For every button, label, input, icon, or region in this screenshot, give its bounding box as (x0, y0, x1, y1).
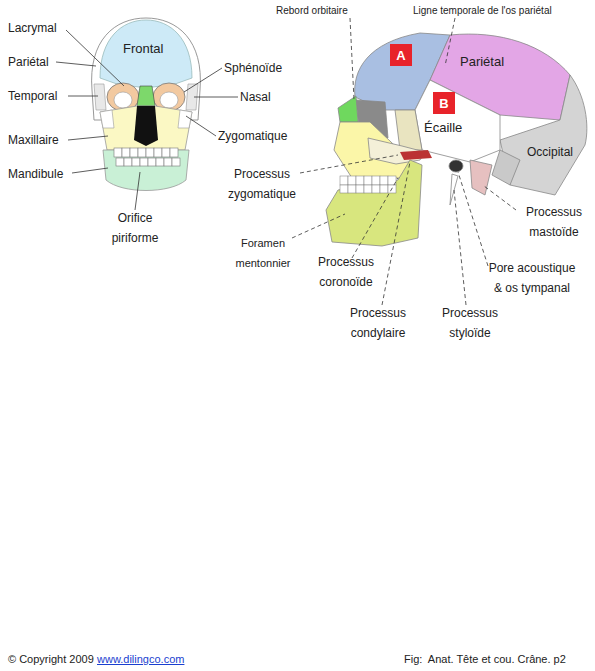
condyle-joint (400, 150, 432, 160)
acoustic-pore (449, 160, 463, 172)
dashed-leader-lines (292, 18, 516, 305)
front-skull (92, 18, 201, 191)
part-label: Sphénoïde (224, 61, 282, 75)
part-label: Processus condylaire (340, 303, 416, 343)
part-label: © Copyright 2009 (8, 652, 94, 666)
marker-letter: B (439, 96, 448, 111)
part-label: Temporal (8, 89, 57, 103)
styloid-process (450, 174, 458, 205)
zygomatic-bone (100, 110, 114, 128)
skull-base (492, 150, 520, 185)
part-label: Maxillaire (8, 133, 59, 147)
part-label: Pariétal (460, 55, 504, 69)
mastoid-process (470, 160, 492, 195)
nasal-bone (338, 96, 358, 122)
parietal-bone (430, 34, 570, 120)
part-label: Processus zygomatique (222, 164, 302, 204)
orbit-inner (114, 92, 132, 108)
figure-caption: Fig: Anat. Tête et cou. Crâne. p2 (404, 652, 566, 666)
region-marker: A (390, 44, 412, 66)
part-label: Ligne temporale de l'os pariétal (413, 4, 552, 18)
part-label: Zygomatique (218, 129, 287, 143)
part-label: Foramen mentonnier (228, 233, 298, 273)
part-label: Occipital (527, 145, 573, 159)
nasal-bone (137, 86, 155, 106)
teeth (114, 148, 180, 166)
part-label: Écaille (424, 121, 462, 135)
temporal-squama (415, 80, 500, 162)
part-label: Nasal (240, 90, 271, 104)
part-label: Lacrymal (8, 21, 57, 35)
marker-letter: A (396, 48, 405, 63)
cranium-sides (92, 18, 201, 120)
part-label: Pore acoustique & os tympanal (484, 258, 580, 298)
part-label: Frontal (123, 42, 163, 56)
part-label: Mandibule (8, 167, 63, 181)
part-label: Processus styloïde (432, 303, 508, 343)
maxilla (100, 106, 192, 150)
frontal-bone (100, 20, 192, 88)
part-label: Pariétal (8, 55, 49, 69)
part-label: Orifice piriforme (100, 208, 170, 248)
part-label: Rebord orbitaire (276, 4, 348, 18)
orbit-inner (160, 92, 178, 108)
leader-lines (56, 30, 238, 210)
sphenoid-bone (395, 110, 422, 150)
part-label: www.dilingco.com (97, 652, 184, 666)
region-marker: B (433, 92, 455, 114)
part-label: Processus mastoïde (516, 202, 592, 242)
part-label: Processus coronoïde (310, 252, 382, 292)
temporal-bone (94, 84, 106, 110)
piriform-aperture (134, 106, 158, 146)
teeth (340, 176, 396, 193)
